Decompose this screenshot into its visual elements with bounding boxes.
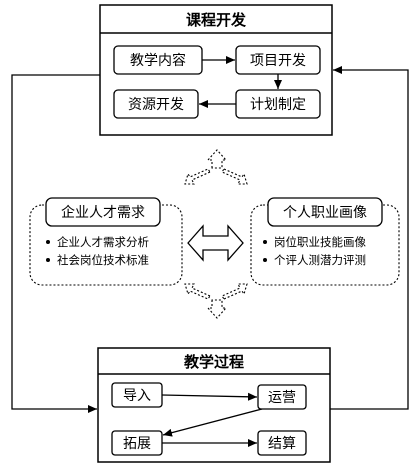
teaching-process-panel: 教学过程 导入 运营 拓展 结算 bbox=[97, 347, 331, 463]
dashed-down-arrow-icon bbox=[184, 283, 248, 319]
course-dev-panel: 课程开发 教学内容 项目开发 资源开发 计划制定 bbox=[99, 4, 333, 136]
node-teaching-content[interactable]: 教学内容 bbox=[113, 45, 203, 75]
arrow-intro-to-operate bbox=[161, 392, 258, 401]
dashed-up-arrow-icon bbox=[184, 149, 248, 185]
node-teaching-content-label: 教学内容 bbox=[130, 52, 186, 69]
enterprise-needs-bullet-1: 企业人才需求分析 bbox=[57, 235, 149, 249]
career-profile-group: 个人职业画像 岗位职业技能画像 个评人测潜力评测 bbox=[250, 197, 400, 286]
node-plan-making[interactable]: 计划制定 bbox=[235, 89, 321, 119]
enterprise-needs-title: 企业人才需求 bbox=[61, 204, 145, 221]
enterprise-needs-group: 企业人才需求 企业人才需求分析 社会岗位技术标准 bbox=[29, 197, 183, 286]
node-settle[interactable]: 结算 bbox=[257, 430, 307, 456]
node-project-dev-label: 项目开发 bbox=[250, 53, 306, 69]
node-resource-dev-label: 资源开发 bbox=[128, 97, 184, 113]
node-expand-label: 拓展 bbox=[123, 436, 151, 452]
bullet-dot bbox=[46, 240, 50, 244]
node-intro[interactable]: 导入 bbox=[111, 382, 163, 408]
loop-left-course-to-process bbox=[11, 74, 100, 413]
enterprise-needs-bullet-2: 社会岗位技术标准 bbox=[57, 253, 149, 267]
node-expand[interactable]: 拓展 bbox=[111, 430, 163, 456]
node-operate-label: 运营 bbox=[268, 390, 296, 406]
career-profile-bullet-1: 岗位职业技能画像 bbox=[274, 235, 366, 249]
career-profile-title: 个人职业画像 bbox=[283, 205, 367, 221]
node-project-dev[interactable]: 项目开发 bbox=[235, 45, 321, 75]
node-settle-label: 结算 bbox=[268, 436, 296, 452]
double-arrow-icon bbox=[187, 224, 244, 262]
teaching-process-title: 教学过程 bbox=[183, 353, 244, 371]
career-profile-bullet-2: 个评人测潜力评测 bbox=[274, 253, 366, 267]
arrow-operate-to-expand bbox=[162, 408, 263, 437]
loop-right-process-to-course bbox=[330, 66, 409, 410]
bullet-dot bbox=[263, 240, 267, 244]
bullet-dot bbox=[263, 258, 267, 262]
course-dev-title: 课程开发 bbox=[186, 11, 247, 29]
node-operate[interactable]: 运营 bbox=[257, 384, 307, 410]
node-plan-making-label: 计划制定 bbox=[250, 97, 306, 113]
node-resource-dev[interactable]: 资源开发 bbox=[113, 89, 199, 119]
bullet-dot bbox=[46, 258, 50, 262]
node-intro-label: 导入 bbox=[123, 388, 151, 404]
